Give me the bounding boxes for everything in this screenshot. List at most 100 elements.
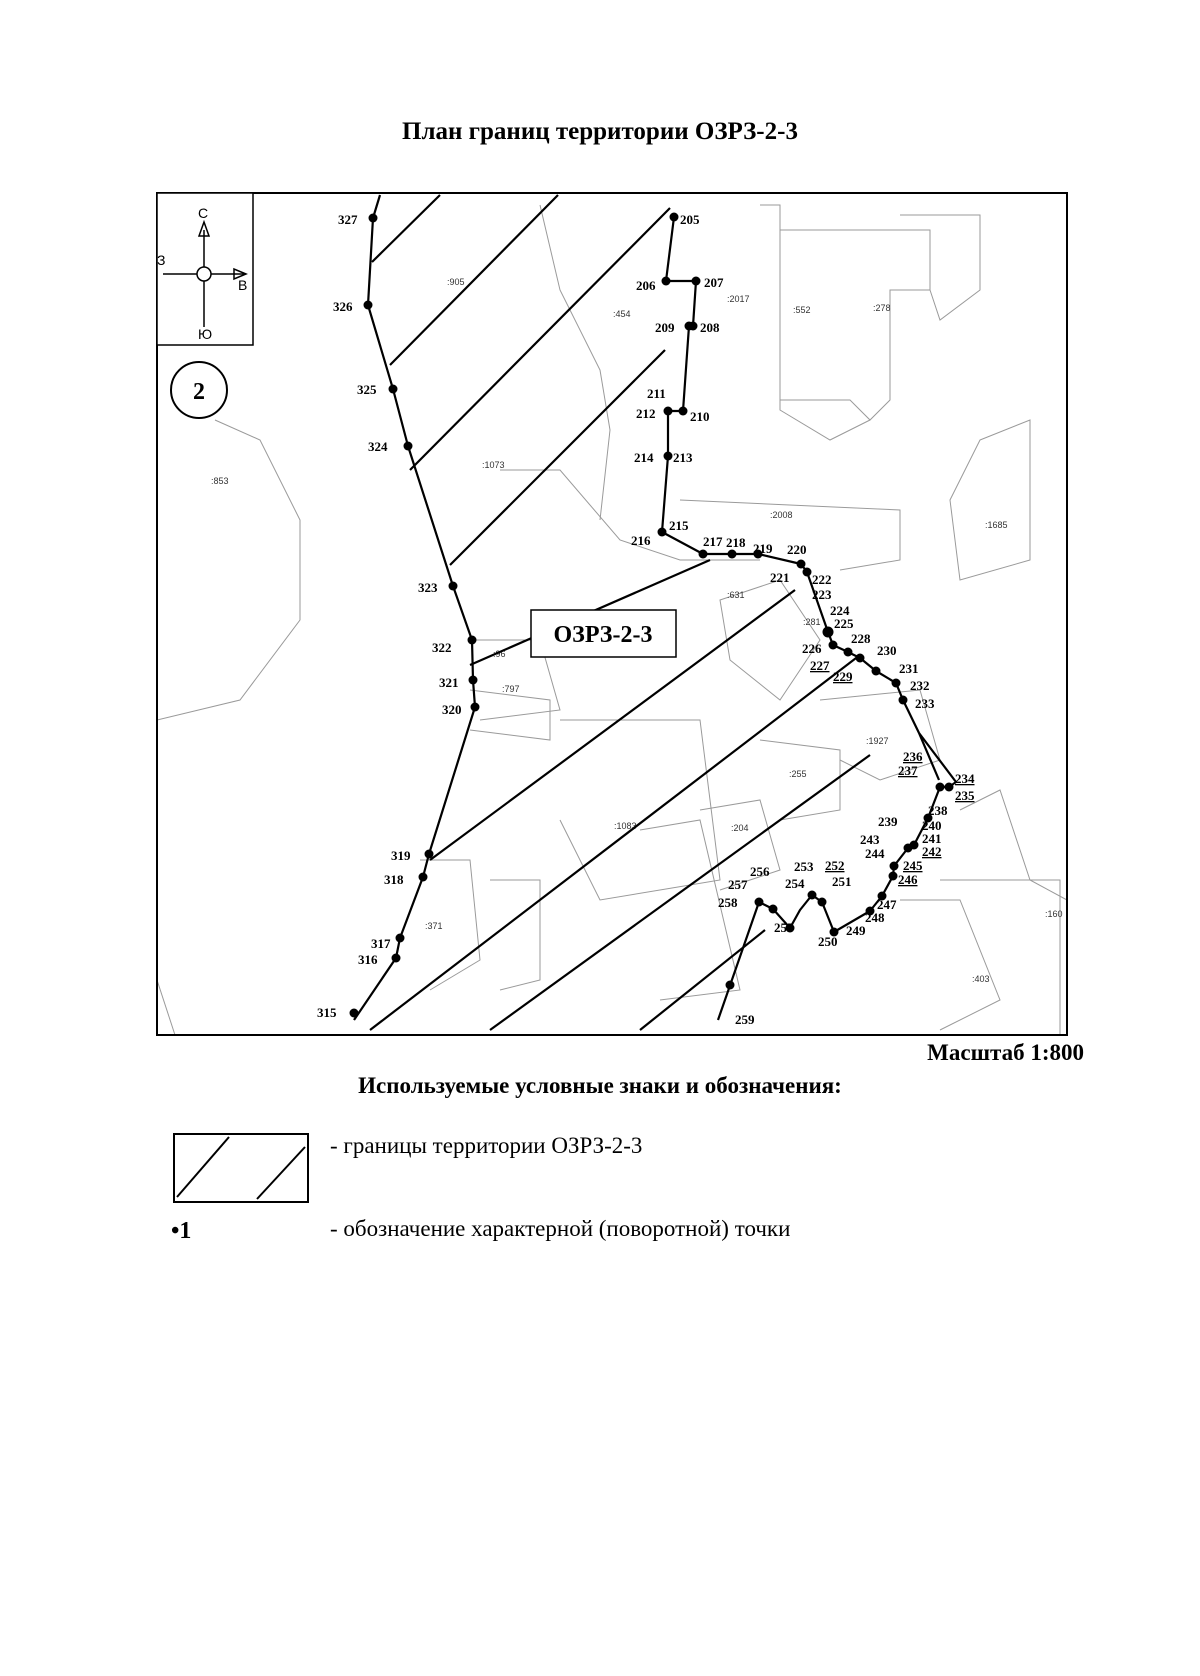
point-label: 208 bbox=[700, 320, 720, 335]
parcel-labels: :905 :454 :2017 :552 :278 :853 :1073 :20… bbox=[211, 277, 1063, 984]
point-label: 315 bbox=[317, 1005, 337, 1020]
boundary-point bbox=[903, 843, 913, 853]
point-label: 316 bbox=[358, 952, 378, 967]
boundary-point bbox=[727, 549, 737, 559]
sheet-number: 2 bbox=[193, 379, 205, 405]
boundary-point bbox=[753, 549, 763, 559]
parcel-label: :1685 bbox=[985, 520, 1008, 530]
boundary-point bbox=[698, 549, 708, 559]
boundary-point bbox=[898, 695, 908, 705]
point-label: 321 bbox=[439, 675, 459, 690]
point-label: 318 bbox=[384, 872, 404, 887]
point-label: 247 bbox=[877, 897, 897, 912]
boundary-points bbox=[349, 212, 954, 1018]
boundary-point bbox=[802, 567, 812, 577]
north-arrow-icon bbox=[197, 219, 211, 237]
parcel-outlines bbox=[157, 204, 1067, 1035]
compass-west: З bbox=[157, 252, 165, 268]
boundary-point bbox=[828, 640, 838, 650]
parcel-label: :905 bbox=[447, 277, 465, 287]
boundary-point bbox=[363, 300, 373, 310]
point-label: 234 bbox=[955, 771, 975, 786]
boundary-point bbox=[388, 384, 398, 394]
point-label: 241 bbox=[922, 831, 942, 846]
point-label: 235 bbox=[955, 788, 975, 803]
point-label: 246 bbox=[898, 872, 918, 887]
point-label: 210 bbox=[690, 409, 710, 424]
boundary-point bbox=[889, 861, 899, 871]
map-frame bbox=[156, 192, 1068, 1036]
point-label: 243 bbox=[860, 832, 880, 847]
boundary-point bbox=[468, 675, 478, 685]
point-label: 233 bbox=[915, 696, 935, 711]
point-label: 327 bbox=[338, 212, 358, 227]
parcel-label: :1073 bbox=[482, 460, 505, 470]
compass-south: Ю bbox=[198, 326, 212, 342]
point-label: 209 bbox=[655, 320, 675, 335]
boundary-point bbox=[796, 559, 806, 569]
boundary-point bbox=[871, 666, 881, 676]
zone-label-box: ОЗРЗ-2-3 bbox=[530, 609, 677, 658]
point-label: 258 bbox=[718, 895, 738, 910]
parcel-label: :797 bbox=[502, 684, 520, 694]
point-label: 242 bbox=[922, 844, 942, 859]
point-label: 227 bbox=[810, 658, 830, 673]
legend-hatch-symbol bbox=[173, 1133, 309, 1203]
point-label: 216 bbox=[631, 533, 651, 548]
point-label: 323 bbox=[418, 580, 438, 595]
point-label: 230 bbox=[877, 643, 897, 658]
point-label: 215 bbox=[669, 518, 689, 533]
boundary-point bbox=[891, 678, 901, 688]
compass-east: В bbox=[238, 277, 247, 293]
parcel-label: :371 bbox=[425, 921, 443, 931]
boundary-point bbox=[829, 927, 839, 937]
compass-inset: С З В Ю bbox=[156, 192, 254, 346]
point-label: 256 bbox=[750, 864, 770, 879]
parcel-label: :454 bbox=[613, 309, 631, 319]
boundary-point bbox=[678, 406, 688, 416]
point-label: 244 bbox=[865, 846, 885, 861]
parcel-label: :2017 bbox=[727, 294, 750, 304]
point-label: 248 bbox=[865, 910, 885, 925]
parcel-label: :1083 bbox=[614, 821, 637, 831]
boundary-point bbox=[843, 647, 853, 657]
point-label: 222 bbox=[812, 572, 832, 587]
point-label: 240 bbox=[922, 818, 942, 833]
point-label: 259 bbox=[735, 1012, 755, 1027]
boundary-point bbox=[754, 897, 764, 907]
point-label: 326 bbox=[333, 299, 353, 314]
point-label: 255 bbox=[774, 920, 794, 935]
boundary-point bbox=[865, 906, 875, 916]
sheet-number-badge: 2 bbox=[170, 361, 228, 419]
legend-point-symbol: •1 bbox=[171, 1218, 192, 1244]
point-label: 226 bbox=[802, 641, 822, 656]
point-label: 317 bbox=[371, 936, 391, 951]
parcel-label: :403 bbox=[972, 974, 990, 984]
point-label: 238 bbox=[928, 803, 948, 818]
boundary-point bbox=[817, 897, 827, 907]
point-label: 237 bbox=[898, 763, 918, 778]
point-label: 253 bbox=[794, 859, 814, 874]
boundary-point bbox=[877, 891, 887, 901]
point-label: 212 bbox=[636, 406, 656, 421]
parcel-label: :631 bbox=[727, 590, 745, 600]
point-label: 214 bbox=[634, 450, 654, 465]
zone-label: ОЗРЗ-2-3 bbox=[554, 622, 653, 648]
point-label: 213 bbox=[673, 450, 693, 465]
legend-title: Используемые условные знаки и обозначени… bbox=[358, 1073, 842, 1098]
point-label: 245 bbox=[903, 858, 923, 873]
boundary-point bbox=[657, 527, 667, 537]
point-label: 228 bbox=[851, 631, 871, 646]
point-label: 249 bbox=[846, 923, 866, 938]
parcel-label: :278 bbox=[873, 303, 891, 313]
boundary-point bbox=[349, 1008, 359, 1018]
parcel-label: :281 bbox=[803, 617, 821, 627]
boundary-point bbox=[923, 813, 933, 823]
boundary-point bbox=[663, 451, 673, 461]
point-label: 239 bbox=[878, 814, 898, 829]
point-label: 225 bbox=[834, 616, 854, 631]
boundary-point bbox=[684, 321, 694, 331]
point-label: 211 bbox=[647, 386, 666, 401]
point-label: 205 bbox=[680, 212, 700, 227]
compass-north: С bbox=[198, 205, 208, 221]
